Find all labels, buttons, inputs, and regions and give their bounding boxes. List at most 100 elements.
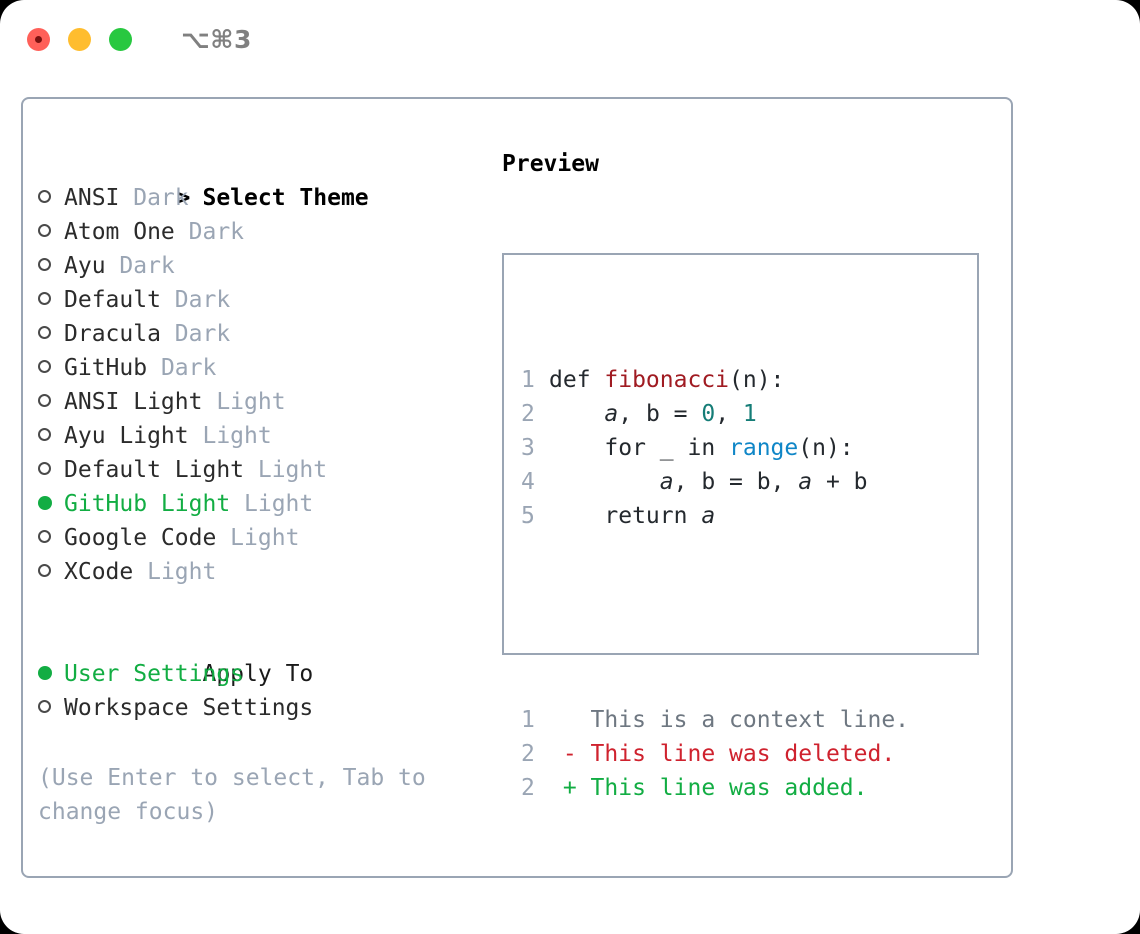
theme-name-label: GitHub Light (64, 491, 231, 517)
window-controls (27, 27, 132, 51)
radio-unselected-icon[interactable] (38, 691, 64, 725)
radio-unselected-icon[interactable] (38, 453, 64, 487)
theme-list-item[interactable]: XCode Light (38, 555, 478, 589)
theme-variant-label: Light (230, 491, 314, 517)
line-number: 4 (521, 469, 535, 495)
apply-to-option[interactable]: Workspace Settings (38, 691, 478, 725)
radio-unselected-icon[interactable] (38, 317, 64, 351)
code-token: + b (812, 469, 868, 495)
code-token: a (701, 503, 716, 529)
line-number: 3 (521, 435, 535, 461)
theme-list-item[interactable]: Default Light Light (38, 453, 478, 487)
code-token: (n): (729, 367, 785, 393)
diff-line: 2 - This line was deleted. (521, 737, 909, 771)
diff-line-number: 2 (521, 775, 535, 801)
close-button-icon[interactable] (27, 27, 50, 51)
select-theme-heading-label: Select Theme (202, 185, 369, 211)
theme-list-item[interactable]: Ayu Dark (38, 249, 478, 283)
radio-shape (38, 190, 51, 203)
theme-variant-label: Light (244, 457, 328, 483)
theme-variant-label: Light (202, 389, 286, 415)
code-line: 4 a, b = b, a + b (521, 465, 909, 499)
line-number: 2 (521, 401, 535, 427)
theme-variant-label: Light (216, 525, 300, 551)
theme-list-item[interactable]: Ayu Light Light (38, 419, 478, 453)
theme-name-label: Atom One (64, 219, 175, 245)
radio-shape (38, 700, 51, 713)
radio-shape (38, 360, 51, 373)
theme-name-label: Google Code (64, 525, 217, 551)
apply-to-heading: Apply To (38, 623, 478, 687)
theme-name-label: Default (64, 287, 161, 313)
theme-list-item[interactable]: Atom One Dark (38, 215, 478, 249)
theme-list-item[interactable]: GitHub Dark (38, 351, 478, 385)
theme-list-item[interactable]: ANSI Light Light (38, 385, 478, 419)
code-token: (n): (798, 435, 854, 461)
theme-name-label: Dracula (64, 321, 161, 347)
radio-shape (38, 495, 52, 510)
code-token: a (659, 469, 674, 495)
radio-unselected-icon[interactable] (38, 351, 64, 385)
apply-to-option[interactable]: User Settings (38, 657, 478, 691)
radio-selected-icon[interactable] (38, 657, 64, 691)
diff-line: 2 + This line was added. (521, 771, 909, 805)
preview-title: Preview (502, 151, 599, 177)
line-number: 5 (521, 503, 535, 529)
theme-list-item[interactable]: GitHub Light Light (38, 487, 478, 521)
radio-shape (38, 394, 51, 407)
theme-list-item[interactable]: ANSI Dark (38, 181, 478, 215)
radio-shape (38, 292, 51, 305)
code-line: 3 for _ in range(n): (521, 431, 909, 465)
minimize-button-icon[interactable] (68, 27, 91, 51)
code-token: , (715, 401, 743, 427)
theme-variant-label: Dark (147, 355, 217, 381)
code-line: 2 a, b = 0, 1 (521, 397, 909, 431)
diff-line-text: - This line was deleted. (549, 741, 896, 767)
theme-list-item[interactable]: Google Code Light (38, 521, 478, 555)
radio-unselected-icon[interactable] (38, 555, 64, 589)
code-token: range (729, 435, 799, 461)
theme-name-label: ANSI (64, 185, 120, 211)
radio-unselected-icon[interactable] (38, 283, 64, 317)
radio-unselected-icon[interactable] (38, 521, 64, 555)
diff-line: 1 This is a context line. (521, 703, 909, 737)
theme-list-item[interactable]: Default Dark (38, 283, 478, 317)
code-token: 0 (701, 401, 716, 427)
theme-name-label: XCode (64, 559, 134, 585)
code-diff-separator (521, 601, 909, 635)
radio-shape (38, 258, 51, 271)
theme-name-label: Default Light (64, 457, 245, 483)
radio-unselected-icon[interactable] (38, 385, 64, 419)
apply-to-heading-label: Apply To (202, 661, 314, 687)
radio-shape (38, 462, 51, 475)
diff-sample: 1 This is a context line.2 - This line w… (521, 703, 909, 805)
diff-line-text: + This line was added. (549, 775, 868, 801)
theme-list-item[interactable]: Dracula Dark (38, 317, 478, 351)
theme-variant-label: Dark (105, 253, 175, 279)
radio-shape (38, 428, 51, 441)
radio-unselected-icon[interactable] (38, 215, 64, 249)
theme-name-label: Ayu Light (64, 423, 189, 449)
radio-shape (38, 326, 51, 339)
radio-selected-icon[interactable] (38, 487, 64, 521)
radio-shape (38, 564, 51, 577)
theme-name-label: ANSI Light (64, 389, 203, 415)
diff-line-number: 1 (521, 707, 535, 733)
theme-name-label: GitHub (64, 355, 148, 381)
title-bar: ⌥⌘3 (0, 0, 1140, 78)
maximize-button-icon[interactable] (109, 27, 132, 51)
code-token: , b = (618, 401, 702, 427)
radio-unselected-icon[interactable] (38, 419, 64, 453)
code-token: 1 (742, 401, 757, 427)
code-token: , b = b, (673, 469, 799, 495)
radio-unselected-icon[interactable] (38, 249, 64, 283)
radio-unselected-icon[interactable] (38, 181, 64, 215)
diff-line-text: This is a context line. (549, 707, 910, 733)
